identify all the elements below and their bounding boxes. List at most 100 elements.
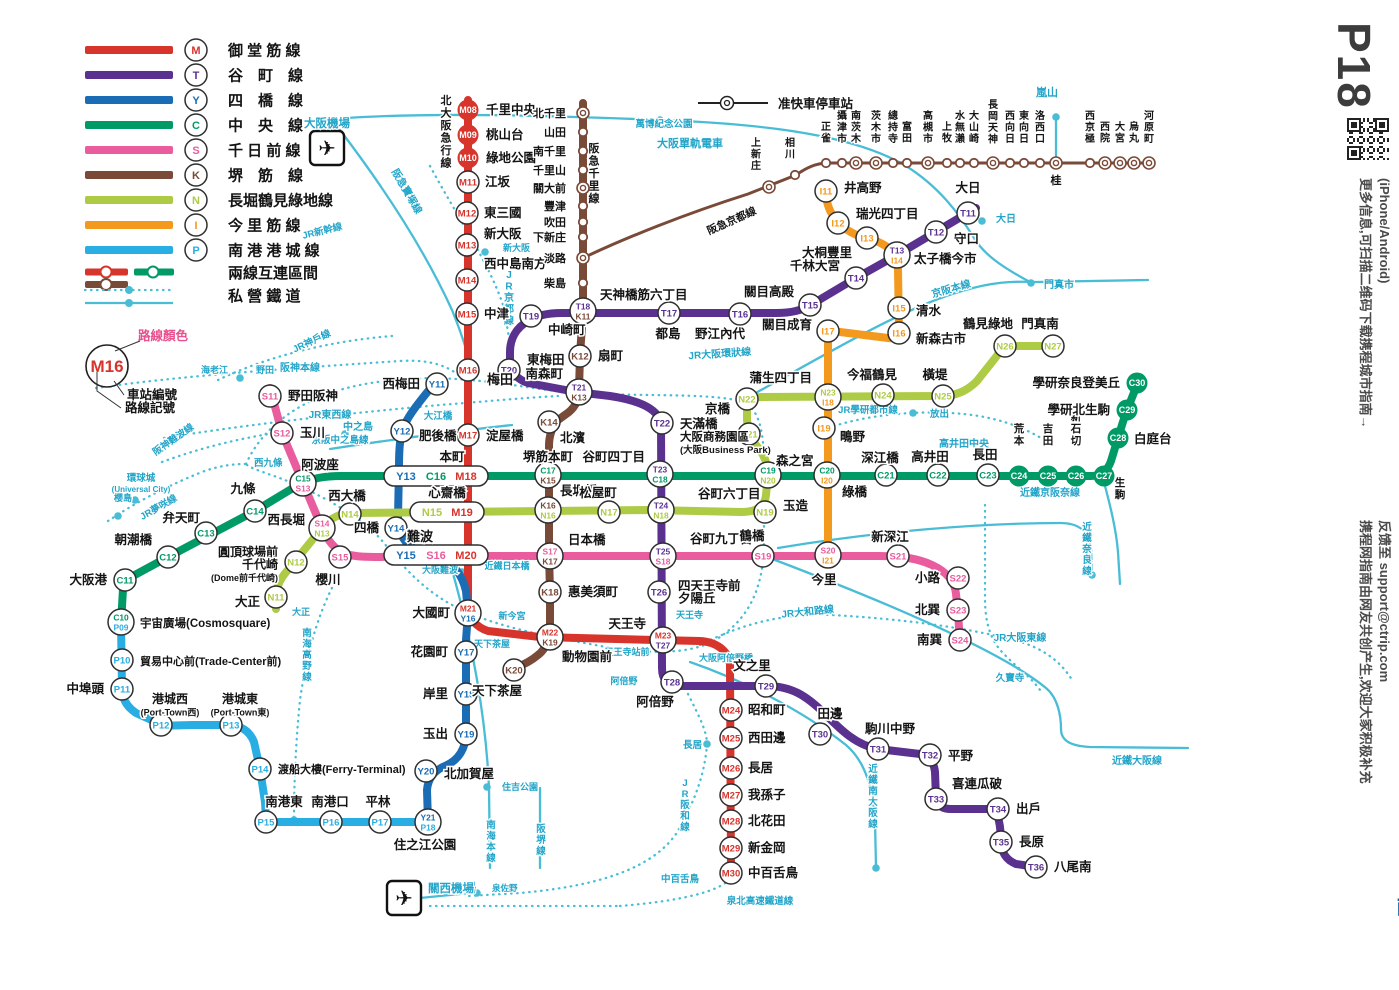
qr-code [1347,118,1389,160]
svg-text:K16: K16 [540,501,556,511]
station-label: 玉川 [300,426,325,440]
station-N21: N21 [737,422,761,446]
rail-label: 近鐵京阪奈線 [1020,486,1080,499]
svg-text:S15: S15 [332,552,350,563]
station-label: 市 [871,132,881,145]
station-label: 千里中央 [486,102,537,117]
station-M30: M30 [719,861,743,885]
rail-label: 南 [486,819,496,831]
station-label: 谷町四丁目 [582,449,645,464]
station-label: 門真南 [1021,316,1059,331]
svg-text:S13: S13 [296,484,311,494]
station-label: 守口 [954,231,979,246]
svg-text:S18: S18 [656,557,671,567]
rail-label: 高 [302,649,312,661]
station-label: 木 [850,132,862,145]
svg-text:I15: I15 [892,303,906,314]
rail-label: R [505,282,513,293]
svg-text:C11: C11 [117,575,135,586]
station-label: 持 [888,121,898,134]
rail-line [983,503,1042,692]
station-label: 谷町九丁目 [690,531,753,546]
svg-text:M16: M16 [459,365,477,376]
station-label: 千林大宮 [790,258,840,273]
station-label: 西中島南方 [484,256,547,271]
rail-label: 線 [486,852,496,864]
svg-text:K14: K14 [540,417,558,428]
svg-text:S: S [192,145,199,157]
station-label: 西長堀 [267,512,305,527]
station-M24: M24 [719,698,743,722]
svg-text:S14: S14 [315,519,330,529]
rail-line [750,278,1150,397]
svg-text:M09: M09 [459,130,477,140]
station-label: 駒 [1114,488,1126,501]
station-label: 四橋 [354,520,380,535]
station-label: 西 [1100,121,1110,133]
station-label: 本町 [439,449,465,464]
rail-station-dot [341,430,349,438]
svg-text:P14: P14 [252,764,270,775]
station-M16: M16 [456,358,480,382]
rail-label: 近 [868,763,878,775]
station-label: 大阪港 [69,572,107,587]
station-C24: C24 [1008,465,1030,487]
rail-label: 京阪中之島線 [311,434,369,446]
station-C13: C13 [194,521,218,545]
svg-text:Y14: Y14 [388,523,406,534]
svg-text:I18: I18 [822,398,834,408]
svg-text:K11: K11 [576,312,591,322]
station-label: 弁天町 [162,510,200,525]
svg-text:C12: C12 [159,552,176,563]
rail-label: 萬博紀念公園 [635,118,692,130]
rail-label: JR學研都市線 [838,404,898,416]
station-T17: T17 [657,301,681,325]
rail-label: 中百舌鳥 [661,873,700,885]
rail-label: 海 [486,830,496,842]
svg-text:C10: C10 [113,613,129,623]
svg-text:M30: M30 [722,868,740,879]
station-C29: C29 [1116,399,1138,421]
page-number: P18 [1328,22,1380,110]
station-label: 南森町 [525,366,563,381]
station-T33: T33 [924,787,948,811]
station-label: 市 [837,132,847,145]
svg-text:Y11: Y11 [429,379,446,390]
station-N26: N26 [993,334,1017,358]
station-label: (Dome前千代崎) [211,572,278,583]
svg-text:T35: T35 [993,837,1010,848]
station-label: 洛 [1035,109,1046,122]
station-label: 平林 [365,794,391,809]
station-label: 北巽 [915,602,941,617]
rail-label: 西九條 [254,457,283,469]
station-N12: N12 [284,550,308,574]
station-label: 長堀橋 [560,483,598,498]
station-label: 向 [1019,121,1029,134]
rail-station-dot [481,248,489,256]
station-label: 橫堤 [922,367,948,382]
svg-text:堺 筋 線: 堺 筋 線 [228,167,303,185]
station-label: 茨 [871,109,881,122]
station-label: 烏 [1129,120,1139,133]
station-關大前 [576,181,590,195]
station-河原町 [1142,156,1156,170]
station-K20: K20 [502,658,526,682]
svg-text:T23: T23 [653,465,668,475]
station-label: 田邊 [817,706,843,721]
airport-icon: ✈大阪機場 [303,115,352,167]
station-label: 東 [1019,109,1029,122]
rail-line [832,411,1048,443]
rail-label: 大阪難波 [422,564,459,575]
station-label: 日 [1019,133,1029,145]
station-label: 高 [923,109,933,122]
station-label: 大 [969,109,979,122]
rail-label: 線 [1082,565,1092,577]
station-label: 谷町六丁目 [698,486,761,501]
svg-text:M10: M10 [459,153,477,163]
